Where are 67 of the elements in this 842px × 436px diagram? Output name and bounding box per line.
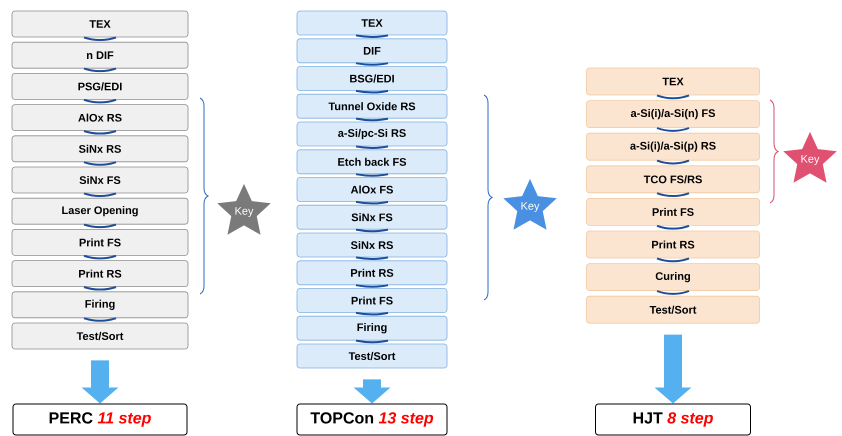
step-box: a-Si(i)/a-Si(n) FS [586, 100, 760, 128]
step-box: Print FS [586, 198, 760, 226]
link-connector [356, 284, 388, 288]
step-box: DIF [296, 38, 448, 64]
step-box: n DIF [12, 42, 188, 69]
link-connector [356, 118, 388, 122]
step-box: TEX [296, 10, 448, 36]
step-box: TEX [12, 10, 188, 38]
link-connector [84, 192, 116, 197]
link-connector [84, 68, 116, 72]
link-connector [84, 286, 116, 291]
step-box: Laser Opening [12, 198, 188, 225]
link-connector [84, 36, 116, 41]
step-box: Print RS [296, 260, 448, 286]
step-box: Test/Sort [586, 296, 760, 324]
step-box: TCO FS/RS [586, 165, 760, 194]
result-box: TOPCon 13 step [296, 404, 448, 436]
step-box: AlOx FS [296, 177, 448, 202]
link-connector [356, 62, 388, 66]
link-connector [356, 173, 388, 177]
link-connector [84, 161, 116, 166]
step-box: Firing [12, 291, 188, 318]
link-connector [84, 98, 116, 104]
link-connector [656, 160, 690, 164]
link-connector [356, 312, 388, 316]
step-box: PSG/EDI [12, 73, 188, 100]
result-box: PERC 11 step [12, 404, 188, 436]
star-badge: Key [783, 132, 837, 183]
link-connector [656, 290, 690, 295]
link-connector [356, 340, 388, 344]
step-box: Print FS [296, 288, 448, 313]
step-box: SiNx RS [296, 232, 448, 258]
step-box: Test/Sort [12, 322, 188, 350]
step-box: AlOx RS [12, 104, 188, 131]
result-box: HJT 8 step [595, 404, 752, 436]
link-connector [356, 256, 388, 260]
link-connector [356, 145, 388, 149]
link-connector [656, 257, 690, 262]
step-box: a-Si(i)/a-Si(p) RS [586, 132, 760, 161]
link-connector [656, 192, 690, 198]
step-box: Test/Sort [296, 344, 448, 368]
step-box: Firing [296, 316, 448, 341]
link-connector [356, 34, 388, 38]
link-connector [356, 228, 388, 232]
link-connector [656, 127, 690, 132]
step-box: a-Si/pc-Si RS [296, 122, 448, 146]
link-connector [356, 90, 388, 94]
step-box: SiNx RS [12, 135, 188, 162]
link-connector [84, 130, 116, 135]
step-box: BSG/EDI [296, 66, 448, 91]
link-connector [84, 317, 116, 322]
step-box: SiNx FS [296, 204, 448, 230]
step-box: Curing [586, 263, 760, 291]
link-connector [356, 200, 388, 204]
link-connector [84, 224, 116, 228]
star-badge: Key [217, 184, 271, 235]
step-box: Print RS [586, 230, 760, 258]
step-box: Print RS [12, 260, 188, 287]
step-box: Tunnel Oxide RS [296, 94, 448, 119]
step-box: Print FS [12, 229, 188, 256]
step-box: TEX [586, 68, 760, 96]
star-badge: Key [503, 178, 557, 230]
step-box: SiNx FS [12, 166, 188, 194]
step-box: Etch back FS [296, 149, 448, 174]
link-connector [656, 94, 690, 100]
link-connector [84, 254, 116, 260]
link-connector [656, 224, 690, 230]
